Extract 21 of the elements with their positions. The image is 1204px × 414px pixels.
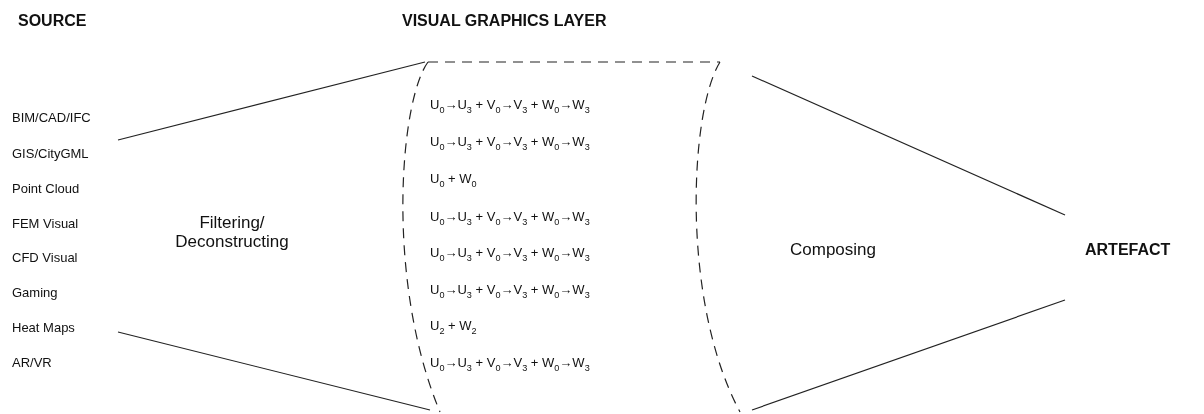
source-item: Point Cloud [12,182,80,197]
layer-heading: VISUAL GRAPHICS LAYER [402,12,607,30]
equation: U$_{0}$ + W$_{0}$ [430,172,477,189]
source-item: GIS/CityGML [12,147,89,162]
source-item: FEM Visual [12,217,79,232]
equation: U$_{0}$→U$_{3}$ + V$_{0}$→V$_{3}$ + W$_{0}$→W$_{3}$ [430,283,590,300]
process-label: Composing [790,241,876,260]
source-item: Gaming [12,286,58,301]
equation: U$_{0}$→U$_{3}$ + V$_{0}$→V$_{3}$ + W$_{0}$→W$_{3}$ [430,210,590,227]
process-label: Filtering/ Deconstructing [174,214,290,252]
source-item: AR/VR [12,356,52,371]
source-item: BIM/CAD/IFC [12,111,91,126]
column-heading: ARTEFACT [1085,241,1171,259]
equation: U$_{2}$ + W$_{2}$ [430,319,477,336]
column-heading: SOURCE [18,12,87,30]
equation: U$_{0}$→U$_{3}$ + V$_{0}$→V$_{3}$ + W$_{0}$→W$_{3}$ [430,135,590,152]
source-item: Heat Maps [12,321,75,336]
equation: U$_{0}$→U$_{3}$ + V$_{0}$→V$_{3}$ + W$_{0}$→W$_{3}$ [430,356,590,373]
equation: U$_{0}$→U$_{3}$ + V$_{0}$→V$_{3}$ + W$_{0}$→W$_{3}$ [430,246,590,263]
source-item: CFD Visual [12,251,78,266]
equation: U$_{0}$→U$_{3}$ + V$_{0}$→V$_{3}$ + W$_{0}$→W$_{3}$ [430,98,590,115]
